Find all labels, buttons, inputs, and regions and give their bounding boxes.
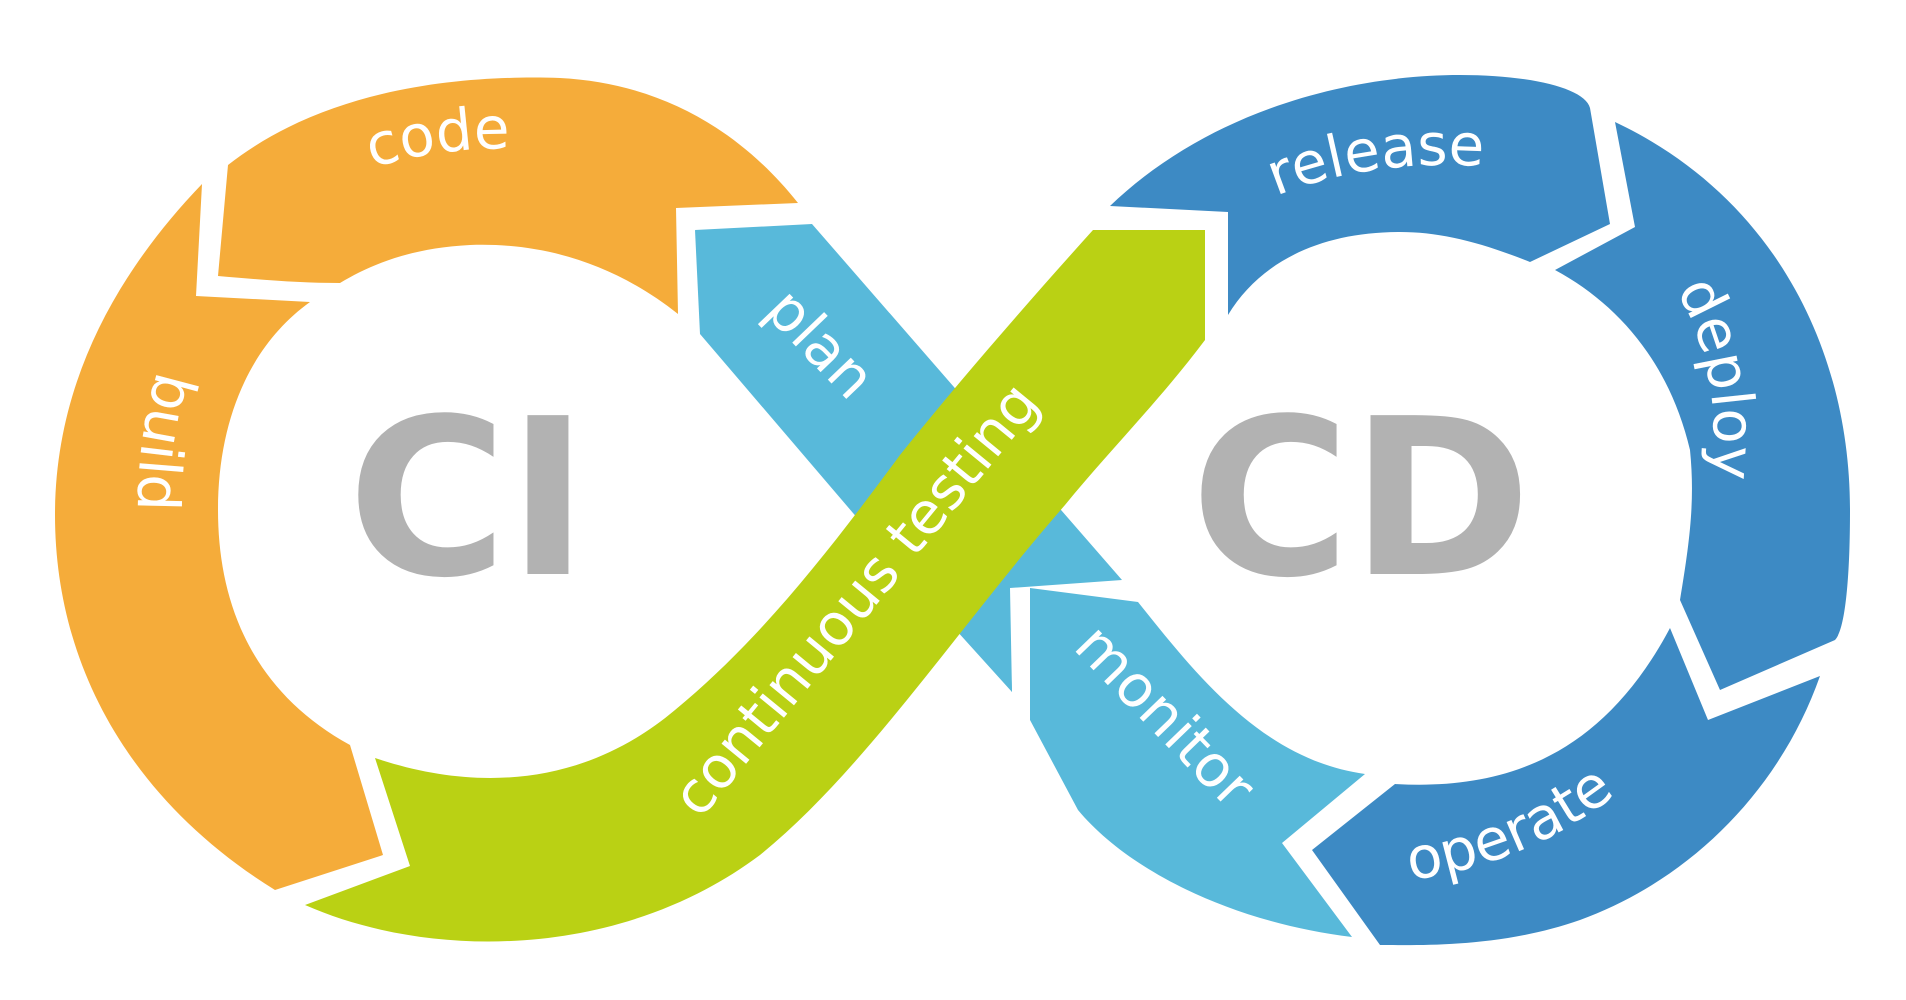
build-arrow-segment xyxy=(55,184,383,890)
cd-hub-label: CD xyxy=(1191,373,1532,626)
code-arrow-segment xyxy=(218,77,798,314)
continuous-testing-arrow-segment xyxy=(305,230,1205,942)
release-arrow-segment xyxy=(1110,75,1610,315)
monitor-arrow-segment xyxy=(1030,588,1365,937)
deploy-arrow-segment xyxy=(1555,122,1850,690)
operate-arrow-segment xyxy=(1312,628,1820,946)
ci-hub-label: CI xyxy=(347,373,588,626)
